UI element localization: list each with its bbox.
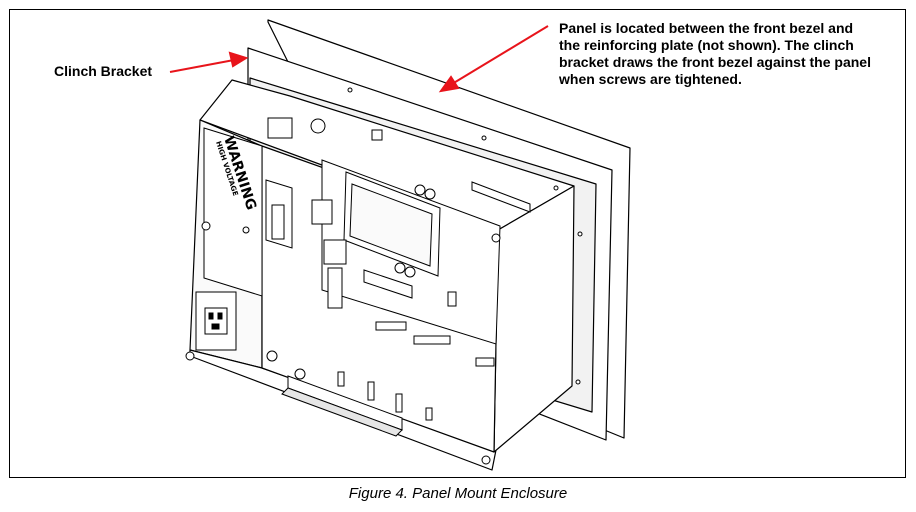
terminal-block xyxy=(363,269,413,299)
clinch-bracket-arrow xyxy=(169,59,235,73)
panel-location-note: Panel is located between the front bezel… xyxy=(559,20,889,88)
clinch-bracket-label: Clinch Bracket xyxy=(54,63,153,79)
note-line-3: bracket draws the front bezel against th… xyxy=(559,54,871,70)
figure-caption: Figure 4. Panel Mount Enclosure xyxy=(348,485,568,502)
note-line-2: the reinforcing plate (not shown). The c… xyxy=(559,37,854,53)
note-line-4: when screws are tightened. xyxy=(559,71,742,87)
top-header-connector xyxy=(471,181,531,213)
panel-arrow xyxy=(451,25,549,85)
figure-frame xyxy=(9,9,906,478)
note-line-1: Panel is located between the front bezel… xyxy=(559,20,854,36)
